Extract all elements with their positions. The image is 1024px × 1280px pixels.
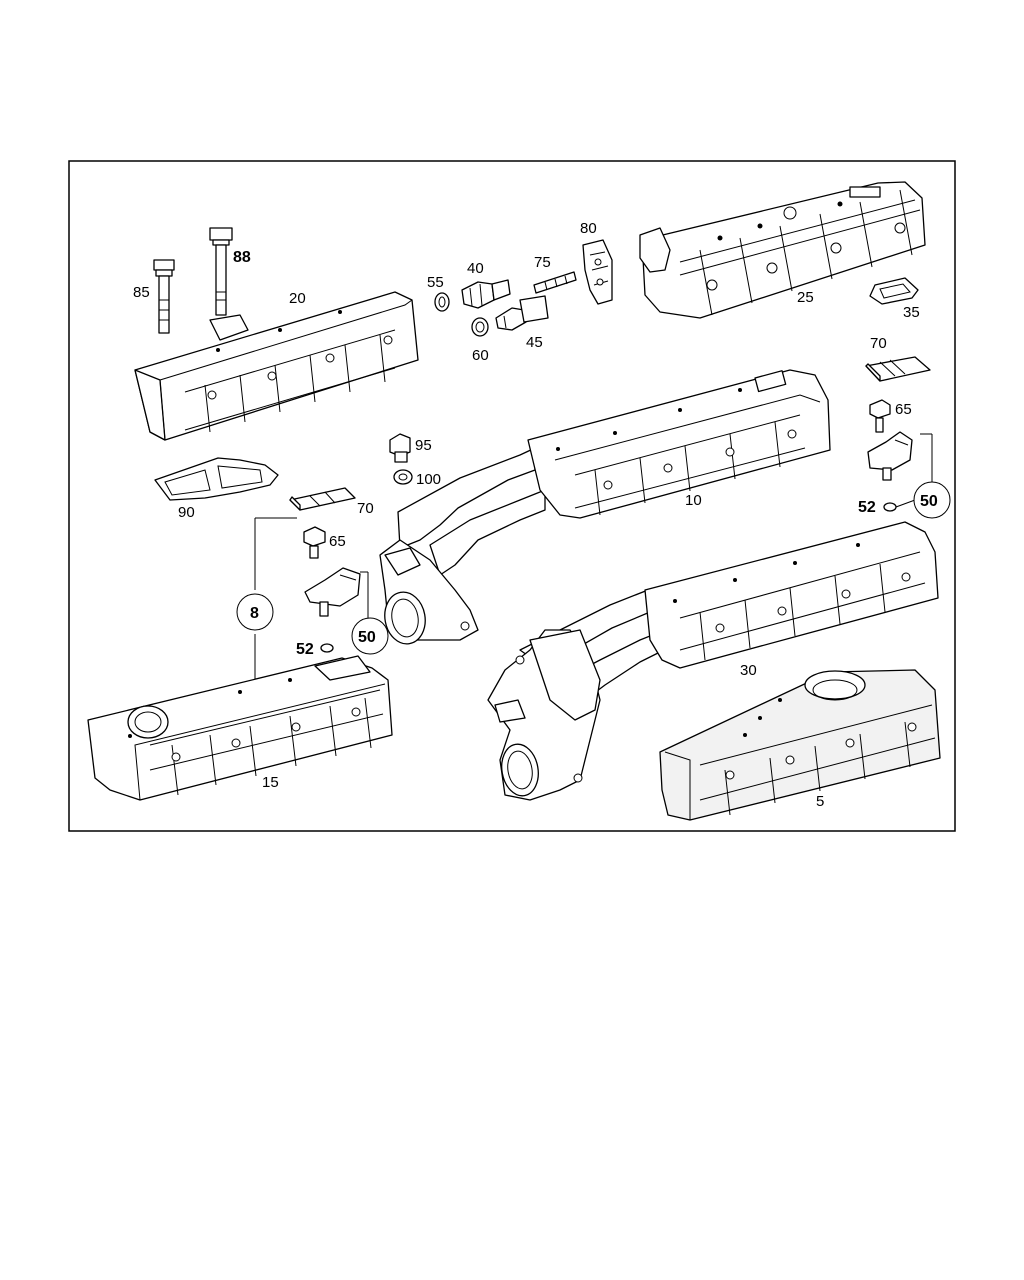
part-10-manifold: [379, 369, 831, 645]
callout-circle-50-left: [351, 617, 389, 655]
label-15: 15: [262, 774, 279, 791]
label-52-right: 52: [858, 499, 876, 516]
label-50-right: 50: [920, 493, 938, 510]
label-75: 75: [534, 254, 551, 271]
label-10: 10: [685, 492, 702, 509]
part-88-bolt: [209, 227, 233, 316]
label-65-right: 65: [895, 401, 912, 418]
callout-circle-8: [236, 593, 274, 631]
label-90: 90: [178, 504, 195, 521]
label-50-left: 50: [358, 629, 376, 646]
label-60: 60: [472, 347, 489, 364]
leader-52-right: [895, 499, 916, 508]
label-88: 88: [233, 249, 251, 266]
label-95: 95: [415, 437, 432, 454]
part-35-gasket: [869, 277, 919, 305]
part-45-sensor: [495, 295, 549, 331]
part-70-plate-left: [289, 487, 356, 511]
label-80: 80: [580, 220, 597, 237]
group-8-bracket: [254, 517, 297, 680]
label-100: 100: [416, 471, 441, 488]
label-65-left: 65: [329, 533, 346, 550]
part-75-stud: [533, 271, 577, 294]
label-70-right: 70: [870, 335, 887, 352]
label-52-left: 52: [296, 641, 314, 658]
label-30: 30: [740, 662, 757, 679]
part-55-ring: [434, 292, 450, 312]
label-45: 45: [526, 334, 543, 351]
part-15-cover: [87, 655, 393, 801]
part-30-manifold: [487, 521, 939, 801]
label-55: 55: [427, 274, 444, 291]
label-40: 40: [467, 260, 484, 277]
part-90-gasket: [154, 457, 279, 501]
part-65-bolt-left: [303, 526, 326, 559]
part-5-cover: [659, 669, 941, 821]
part-52-ring-right: [883, 502, 897, 512]
part-50-sensor-right: [867, 431, 913, 481]
part-60-ring: [471, 317, 489, 337]
part-50-sensor-left: [304, 567, 361, 617]
part-100-ring: [393, 469, 413, 485]
part-95-plug: [389, 433, 411, 463]
label-8: 8: [250, 605, 259, 622]
part-70-plate-right: [865, 356, 931, 382]
part-25-cover: [639, 181, 926, 319]
part-52-ring-left: [320, 643, 334, 653]
callout-circle-50-right: [913, 481, 951, 519]
label-5: 5: [816, 793, 824, 810]
part-65-bolt-right: [869, 399, 891, 433]
label-20: 20: [289, 290, 306, 307]
part-85-bolt: [153, 259, 175, 334]
label-85: 85: [133, 284, 150, 301]
part-80-bracket: [582, 239, 613, 305]
label-35: 35: [903, 304, 920, 321]
label-25: 25: [797, 289, 814, 306]
label-70-left: 70: [357, 500, 374, 517]
part-20-cover: [134, 291, 419, 441]
part-40-sensor: [461, 279, 511, 309]
